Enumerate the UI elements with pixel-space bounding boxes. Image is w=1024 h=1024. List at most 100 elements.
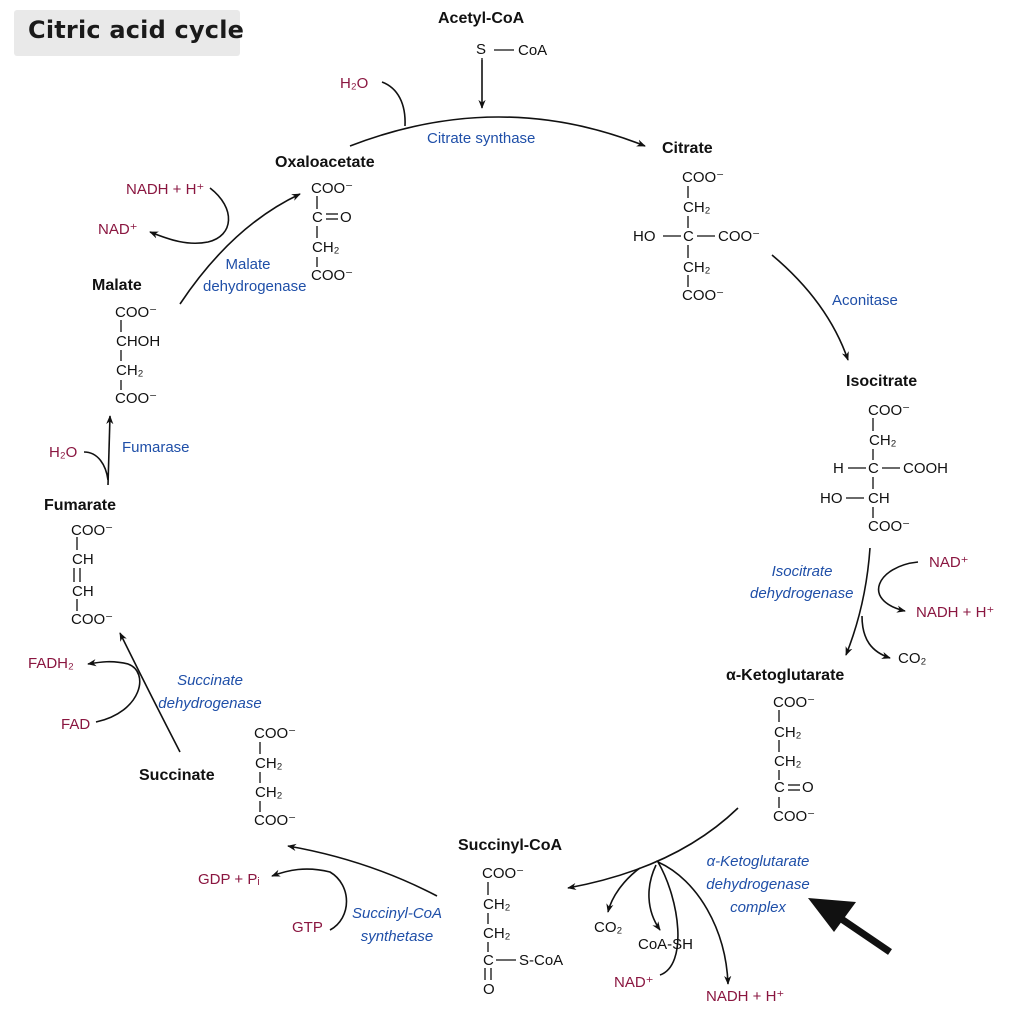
malate-coo-top: COO⁻ — [115, 304, 158, 321]
succinyl-coa-label: Succinyl-CoA — [458, 837, 563, 854]
succinyl-coa-synthetase-arrow — [287, 843, 438, 897]
oxaloacetate-coo-bottom: COO⁻ — [311, 267, 354, 284]
succinyl-coa-scoa: S-CoA — [519, 952, 564, 969]
nadh-isocitrate-label: NADH + H⁺ — [916, 604, 995, 621]
oxaloacetate-o: O — [340, 209, 352, 226]
akg-o: O — [802, 779, 814, 796]
gdp-pi-label: GDP + Pᵢ — [198, 871, 260, 888]
co2-isocitrate-label: CO₂ — [898, 650, 927, 667]
fumarate-ch-2: CH — [72, 583, 94, 600]
succinate-ch2-1: CH₂ — [255, 755, 283, 772]
aconitase-arrow — [771, 254, 849, 361]
akg-coo-top: COO⁻ — [773, 694, 816, 711]
isocitrate-ch: CH — [868, 490, 890, 507]
isocitrate-dh-label-line1: Isocitrate — [771, 563, 833, 580]
citrate-ho: HO — [633, 228, 656, 245]
akg-dh-label-line2: dehydrogenase — [706, 876, 810, 893]
fumarate-label: Fumarate — [44, 497, 117, 514]
succinyl-coa-synthetase-label-line2: synthetase — [360, 928, 434, 945]
succinyl-coa-ch2-1: CH₂ — [483, 896, 511, 913]
isocitrate-coo-top: COO⁻ — [868, 402, 911, 419]
nadh-akg-label: NADH + H⁺ — [706, 988, 785, 1005]
succinate-dh-label-line1: Succinate — [177, 672, 243, 689]
nad-to-nadh-akg-curve — [656, 860, 732, 985]
water-top-label: H₂O — [340, 75, 369, 92]
coash-label: CoA-SH — [638, 936, 694, 953]
isocitrate-ho: HO — [820, 490, 843, 507]
isocitrate-coo-bottom: COO⁻ — [868, 518, 911, 535]
citrate-coo-right: COO⁻ — [718, 228, 761, 245]
isocitrate-dh-label-line2: dehydrogenase — [750, 585, 854, 602]
succinate-ch2-2: CH₂ — [255, 784, 283, 801]
malate-dh-label-line2: dehydrogenase — [203, 278, 307, 295]
isocitrate-ch2: CH₂ — [869, 432, 897, 449]
fad-label: FAD — [61, 716, 91, 733]
nadh-malate-label: NADH + H⁺ — [126, 181, 205, 198]
water-fumarase-label: H₂O — [49, 444, 78, 461]
akg-dh-label-line1: α-Ketoglutarate — [706, 853, 810, 870]
citrate-synthase-arrow — [349, 116, 646, 147]
malate-dh-label-line1: Malate — [225, 256, 271, 273]
nad-akg-label: NAD⁺ — [614, 974, 654, 991]
akg-ch2-1: CH₂ — [774, 724, 802, 741]
akg-c: C — [774, 779, 785, 796]
isocitrate-dh-arrow — [845, 547, 871, 656]
citrate-ch2-bottom: CH₂ — [683, 259, 711, 276]
citrate-coo-bottom: COO⁻ — [682, 287, 725, 304]
akg-ch2-2: CH₂ — [774, 753, 802, 770]
succinyl-coa-coo: COO⁻ — [482, 865, 525, 882]
oxaloacetate-c: C — [312, 209, 323, 226]
acetyl-coa-label: Acetyl-CoA — [438, 10, 525, 27]
acetyl-coa-s: S — [476, 41, 487, 58]
succinate-label: Succinate — [139, 767, 215, 784]
nad-malate-label: NAD⁺ — [98, 221, 138, 238]
fumarase-label: Fumarase — [122, 439, 190, 456]
fad-to-fadh2-curve — [87, 659, 141, 723]
fumarate-ch-1: CH — [72, 551, 94, 568]
succinate-dh-arrow — [119, 632, 181, 753]
citrate-c: C — [683, 228, 694, 245]
oxaloacetate-ch2: CH₂ — [312, 239, 340, 256]
gtp-label: GTP — [292, 919, 323, 936]
isocitrate-h: H — [833, 460, 844, 477]
succinyl-coa-c: C — [483, 952, 494, 969]
succinate-dh-label-line2: dehydrogenase — [158, 695, 262, 712]
malate-ch2: CH₂ — [116, 362, 144, 379]
akg-co2-curve — [606, 867, 641, 913]
isocitrate-c: C — [868, 460, 879, 477]
aconitase-label: Aconitase — [832, 292, 898, 309]
oxaloacetate-label: Oxaloacetate — [275, 154, 375, 171]
acetyl-coa-coa: CoA — [518, 42, 548, 59]
succinyl-coa-synthetase-label-line1: Succinyl-CoA — [351, 905, 443, 922]
water-input-curve — [381, 81, 406, 127]
citrate-ch2-top: CH₂ — [683, 199, 711, 216]
gdp-to-gtp-curve — [271, 868, 348, 931]
pointer-arrow-head — [808, 898, 856, 932]
succinyl-coa-ch2-2: CH₂ — [483, 925, 511, 942]
co2-release-curve — [861, 615, 891, 659]
akg-dh-label-line3: complex — [730, 899, 786, 916]
isocitrate-label: Isocitrate — [846, 373, 918, 390]
fumarate-coo-bottom: COO⁻ — [71, 611, 114, 628]
malate-coo-bottom: COO⁻ — [115, 390, 158, 407]
coash-release-curve — [648, 864, 661, 931]
akg-coo-bottom: COO⁻ — [773, 808, 816, 825]
title-background — [14, 10, 240, 56]
pointer-arrow-shaft — [838, 915, 892, 955]
fadh2-label: FADH₂ — [28, 655, 74, 672]
malate-choh: CHOH — [116, 333, 161, 350]
co2-akg-label: CO₂ — [594, 919, 623, 936]
succinyl-coa-o: O — [483, 981, 495, 998]
alpha-ketoglutarate-label: α-Ketoglutarate — [726, 667, 845, 684]
nadh-to-nad-curve — [149, 187, 230, 245]
diagram-title: Citric acid cycle — [28, 16, 245, 44]
malate-dh-arrow — [179, 193, 301, 305]
succinate-coo-top: COO⁻ — [254, 725, 297, 742]
citrate-coo-top: COO⁻ — [682, 169, 725, 186]
malate-label: Malate — [92, 277, 142, 294]
fumarate-coo-top: COO⁻ — [71, 522, 114, 539]
isocitrate-cooh: COOH — [903, 460, 948, 477]
oxaloacetate-coo-top: COO⁻ — [311, 180, 354, 197]
